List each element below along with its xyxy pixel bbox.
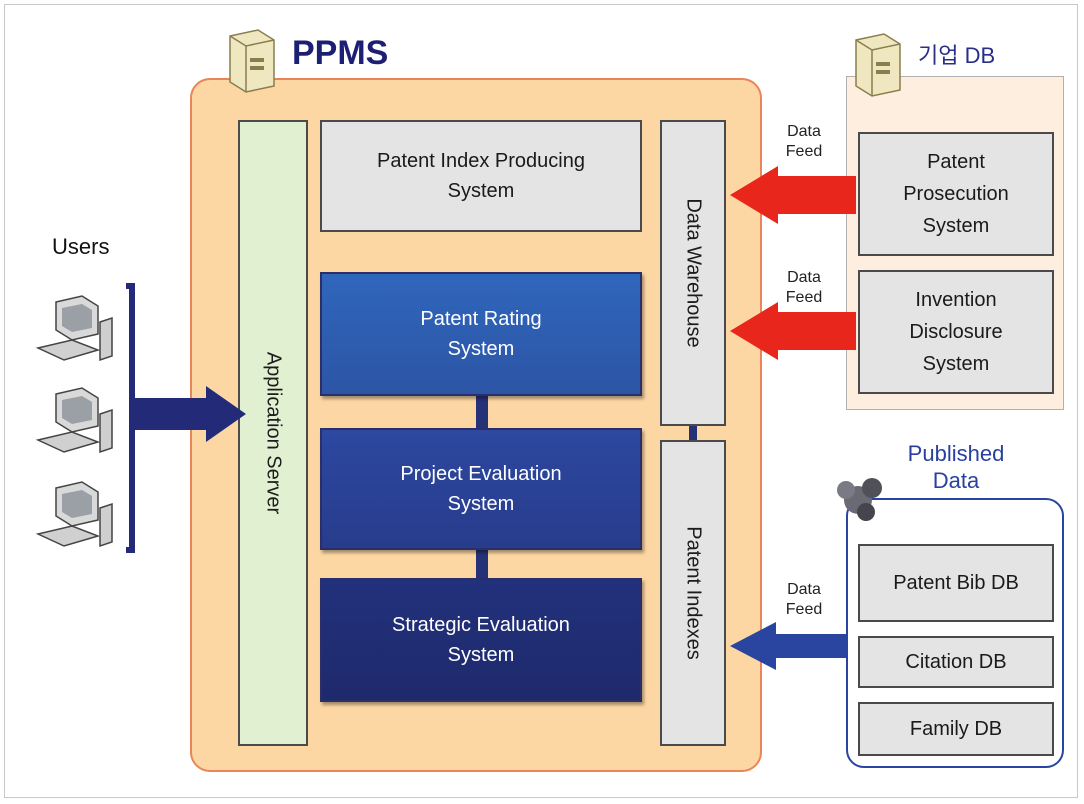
family-db-label: Family DB bbox=[909, 718, 1003, 740]
patent-index-producing-system: Patent Index Producing System bbox=[320, 120, 642, 232]
patent-prosecution-system-label: Patent Prosecution System bbox=[903, 151, 1009, 237]
users-label: Users bbox=[52, 234, 110, 259]
application-server: Application Server bbox=[238, 120, 308, 746]
invention-disclosure-system-label: Invention Disclosure System bbox=[909, 289, 1003, 375]
feed-arrow-prosecution bbox=[730, 166, 856, 224]
server-icon bbox=[229, 29, 275, 93]
connector-project-strategic bbox=[476, 550, 488, 578]
server-icon bbox=[855, 33, 901, 97]
data-warehouse: Data Warehouse bbox=[660, 120, 726, 426]
computer-icon bbox=[35, 295, 113, 362]
users-arrow bbox=[132, 386, 246, 442]
patent-bib-db: Patent Bib DB bbox=[858, 544, 1054, 622]
computer-icon bbox=[35, 387, 113, 454]
feed-arrow-published bbox=[730, 622, 848, 670]
patent-indexes: Patent Indexes bbox=[660, 440, 726, 746]
data-feed-label-3: Data Feed bbox=[785, 581, 823, 618]
users-bracket bbox=[126, 283, 135, 553]
citation-db: Citation DB bbox=[858, 636, 1054, 688]
computer-icon bbox=[35, 481, 113, 548]
patent-bib-db-label: Patent Bib DB bbox=[893, 572, 1019, 594]
connector-warehouse-indexes bbox=[689, 426, 697, 440]
connector-rating-project bbox=[476, 396, 488, 428]
patent-rating-system-label: Patent Rating System bbox=[420, 308, 542, 360]
invention-disclosure-system: Invention Disclosure System bbox=[858, 270, 1054, 394]
strategic-evaluation-system: Strategic Evaluation System bbox=[320, 578, 642, 702]
data-feed-label-2: Data Feed bbox=[785, 269, 823, 306]
feed-arrow-disclosure bbox=[730, 302, 856, 360]
project-evaluation-system-label: Project Evaluation System bbox=[400, 463, 562, 515]
enterprise-db-title: 기업 DB bbox=[918, 43, 996, 68]
data-feed-label-1: Data Feed bbox=[785, 123, 823, 160]
globe-icon bbox=[837, 478, 882, 521]
project-evaluation-system: Project Evaluation System bbox=[320, 428, 642, 550]
ppms-title: PPMS bbox=[292, 34, 389, 72]
family-db: Family DB bbox=[858, 702, 1054, 756]
published-data-title: Published Data bbox=[907, 441, 1005, 493]
patent-prosecution-system: Patent Prosecution System bbox=[858, 132, 1054, 256]
citation-db-label: Citation DB bbox=[905, 651, 1007, 673]
strategic-evaluation-system-label: Strategic Evaluation System bbox=[392, 614, 570, 666]
patent-index-producing-system-label: Patent Index Producing System bbox=[377, 150, 585, 202]
patent-rating-system: Patent Rating System bbox=[320, 272, 642, 396]
